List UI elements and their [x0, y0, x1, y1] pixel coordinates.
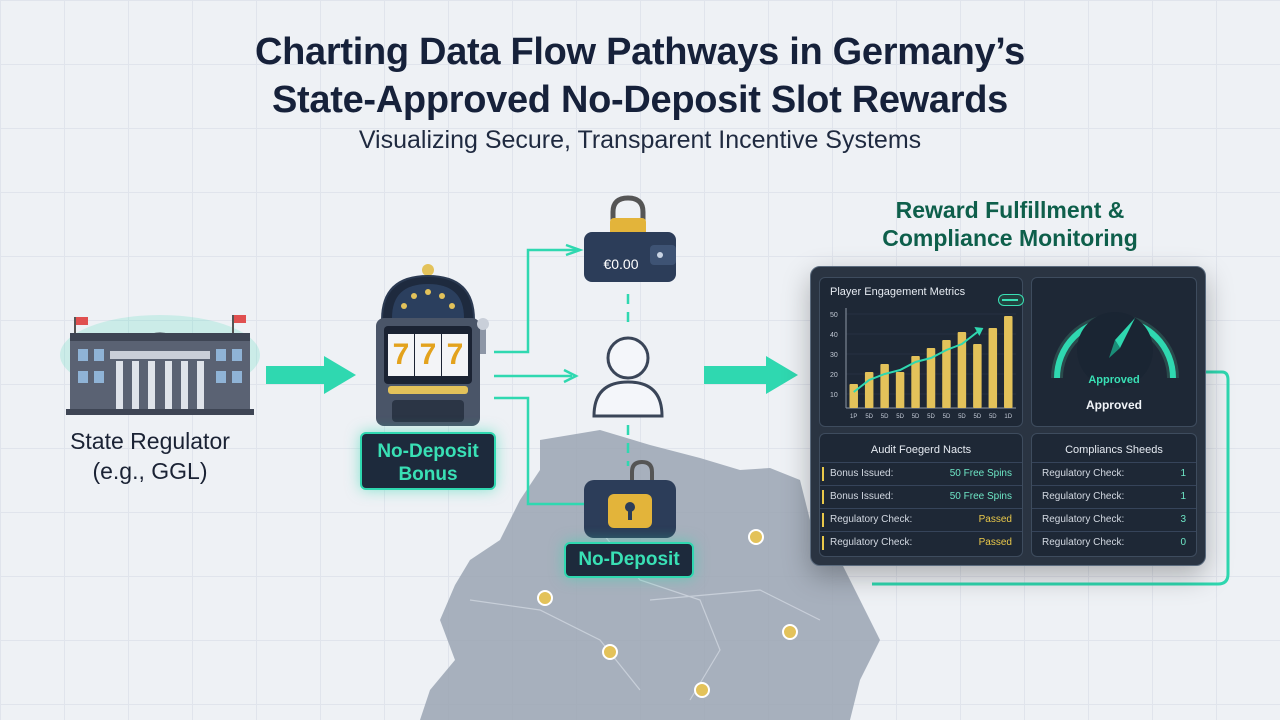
slot-machine-icon	[376, 264, 489, 426]
bar	[942, 340, 951, 408]
x-tick-label: 5D	[927, 414, 935, 420]
bar	[988, 328, 998, 408]
bar	[1004, 316, 1013, 408]
y-tick-label: 30	[830, 352, 838, 359]
no-deposit-badge: No-Deposit	[564, 542, 694, 578]
bar	[895, 372, 905, 408]
audit-row: Regulatory Check:Passed	[820, 531, 1022, 553]
bar	[849, 384, 858, 408]
map-marker	[782, 624, 798, 640]
map-marker	[748, 529, 764, 545]
x-tick-label: 5D	[865, 414, 873, 420]
x-tick-label: 5D	[974, 414, 982, 420]
map-marker	[694, 682, 710, 698]
x-tick-label: 1P	[850, 414, 857, 420]
government-building-icon	[60, 315, 260, 415]
y-tick-label: 40	[830, 332, 838, 339]
audit-row: Regulatory Check:Passed	[820, 508, 1022, 530]
locked-wallet-icon	[584, 460, 676, 538]
approval-gauge-panel: Approved Approved	[1031, 277, 1197, 427]
gauge-caption: Approved	[1085, 398, 1142, 412]
trend-line	[853, 331, 978, 393]
audit-row: Bonus Issued:50 Free Spins	[820, 485, 1022, 507]
compliance-dashboard: Player Engagement Metrics 50 40 30 20 10 1P 5D…	[810, 266, 1206, 566]
no-deposit-bonus-badge: No-Deposit Bonus	[360, 432, 496, 490]
x-tick-label: 5D	[896, 414, 904, 420]
x-tick-label: 5D	[912, 414, 920, 420]
compliance-panel: Compliancs Sheeds Regulatory Check:1 Reg…	[1031, 433, 1197, 557]
compliance-row: Regulatory Check:1	[1032, 462, 1196, 484]
wallet-balance: €0.00	[603, 256, 639, 272]
gauge-status: Approved	[1088, 374, 1140, 386]
title-line-2: State-Approved No-Deposit Slot Rewards	[271, 79, 1009, 121]
y-tick-label: 50	[830, 312, 838, 319]
y-tick-label: 10	[830, 392, 838, 399]
map-marker	[537, 590, 553, 606]
map-marker	[602, 644, 618, 660]
compliance-row: Regulatory Check:1	[1032, 485, 1196, 507]
audit-title: Audit Foegerd Nacts	[870, 444, 972, 456]
bar	[973, 344, 982, 408]
bar	[880, 364, 889, 408]
compliance-row: Regulatory Check:0	[1032, 531, 1196, 553]
title-line-1: Charting Data Flow Pathways in Germany’s	[254, 31, 1025, 73]
reel-symbol: 7	[392, 338, 410, 371]
x-tick-label: 5D	[958, 414, 966, 420]
x-tick-label: 5D	[943, 414, 951, 420]
dashboard-heading: Reward Fulfillment & Compliance Monitori…	[882, 197, 1138, 251]
compliance-row: Regulatory Check:3	[1032, 508, 1196, 530]
metrics-toggle[interactable]	[998, 294, 1024, 306]
reel-symbol: 7	[446, 338, 464, 371]
reel-symbol: 7	[419, 338, 437, 371]
page-subtitle: Visualizing Secure, Transparent Incentiv…	[358, 126, 922, 154]
x-tick-label: 5D	[881, 414, 889, 420]
trend-arrowhead	[974, 327, 984, 336]
audit-panel: Audit Foegerd Nacts Bonus Issued:50 Free…	[819, 433, 1023, 557]
gauge-icon	[1051, 312, 1179, 388]
arrow-right-icon	[704, 356, 798, 394]
engagement-metrics-panel: Player Engagement Metrics 50 40 30 20 10 1P 5D…	[819, 277, 1024, 427]
y-tick-label: 20	[830, 372, 838, 379]
bar	[911, 356, 920, 408]
x-tick-label: 1D	[1004, 414, 1012, 420]
audit-row: Bonus Issued:50 Free Spins	[820, 462, 1022, 484]
x-tick-label: 5D	[989, 414, 997, 420]
regulator-label: State Regulator (e.g., GGL)	[70, 428, 230, 484]
bar	[926, 348, 936, 408]
metrics-title: Player Engagement Metrics	[830, 286, 966, 298]
compliance-title: Compliancs Sheeds	[1065, 444, 1163, 456]
bar	[864, 372, 874, 408]
user-icon	[592, 336, 664, 418]
arrow-right-icon	[266, 356, 356, 394]
engagement-bar-chart: 50 40 30 20 10 1P 5D 5D 5D 5D 5D 5D 5D 5D 5D 1D	[830, 308, 1016, 420]
bar	[957, 332, 967, 408]
slot-reels: 7 7 7	[388, 335, 468, 375]
locked-wallet-icon	[584, 195, 676, 282]
page-title: Charting Data Flow Pathways in Germany’s…	[0, 28, 1280, 124]
